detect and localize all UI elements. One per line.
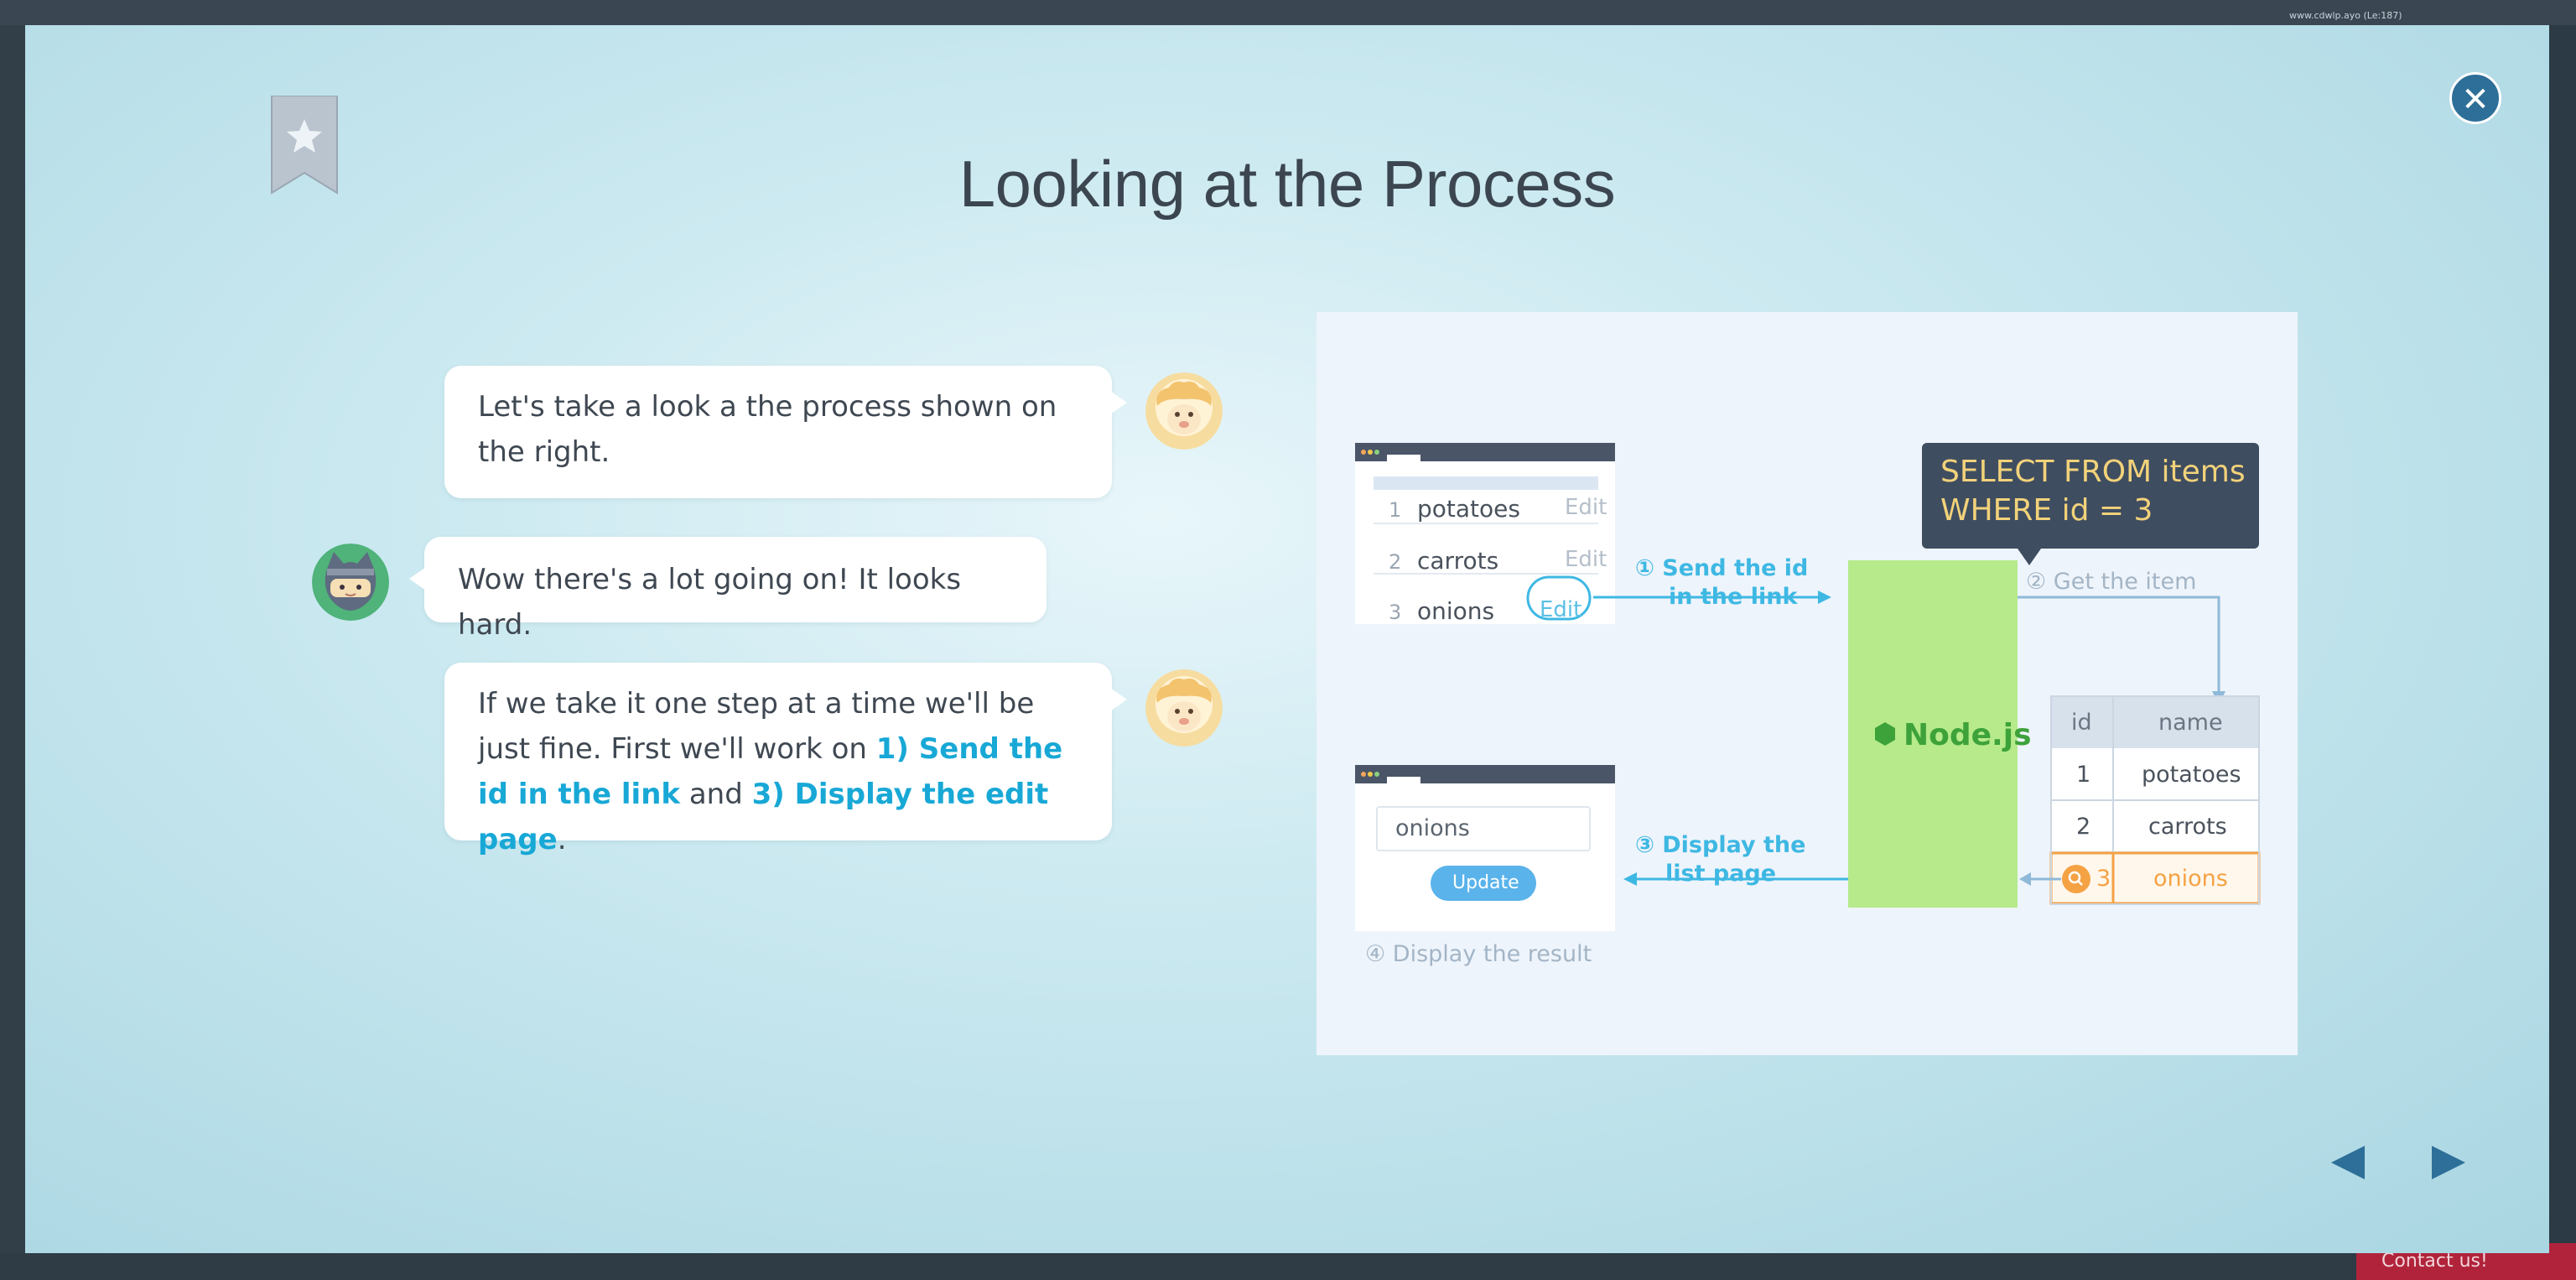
sql-text: WHERE id = 3 bbox=[1940, 493, 2153, 528]
list-row-edit: Edit bbox=[1565, 495, 1607, 520]
chat-text: Wow there's a lot going on! It looks har… bbox=[458, 563, 962, 642]
highlight-display-edit-page: 3) Display the edit page bbox=[478, 778, 1049, 856]
db-cell-name-highlight: onions bbox=[2153, 866, 2228, 892]
update-button-label: Update bbox=[1452, 872, 1519, 893]
step3-label: ③ Display the bbox=[1635, 832, 1806, 858]
page-sidebar-strip bbox=[0, 25, 25, 1255]
nodejs-label: Node.js bbox=[1903, 718, 2032, 752]
close-button[interactable]: ✕ bbox=[2449, 72, 2501, 124]
list-row-edit-highlight: Edit bbox=[1540, 597, 1582, 622]
db-cell-id-highlight: 3 bbox=[2096, 866, 2111, 892]
list-row-edit: Edit bbox=[1565, 547, 1607, 572]
triangle-right-icon bbox=[2432, 1146, 2465, 1179]
step1-label: in the link bbox=[1669, 584, 1798, 610]
db-cell-id: 2 bbox=[2076, 814, 2091, 840]
list-row-name: carrots bbox=[1417, 547, 1499, 575]
browser-top-bar: www.cdwlp.ayo (Le:187) bbox=[0, 0, 2576, 25]
highlight-send-id: 1) Send the id in the link bbox=[478, 732, 1063, 811]
chat-bubble-sheep-1: Let's take a look a the process shown on… bbox=[444, 366, 1127, 498]
list-row-name: potatoes bbox=[1417, 495, 1520, 523]
chat-bubble-ninja: Wow there's a lot going on! It looks har… bbox=[409, 537, 1046, 642]
page-bottom-strip bbox=[0, 1253, 2576, 1280]
process-diagram: 1 potatoes Edit 2 carrots Edit 3 onions … bbox=[1317, 312, 2298, 1055]
triangle-left-icon bbox=[2331, 1146, 2365, 1179]
chat-text: . bbox=[557, 823, 567, 856]
db-cell-id: 1 bbox=[2076, 762, 2091, 788]
step4-label: ④ Display the result bbox=[1365, 941, 1592, 967]
chat-text: If we take it one step at a time we'll b… bbox=[478, 687, 1035, 766]
diagram-graphics bbox=[1355, 443, 2261, 931]
db-cell-name: carrots bbox=[2148, 814, 2227, 840]
list-row-name: onions bbox=[1417, 597, 1495, 625]
next-slide-button[interactable] bbox=[2423, 1137, 2474, 1188]
db-cell-name: potatoes bbox=[2142, 762, 2241, 788]
previous-slide-button[interactable] bbox=[2323, 1137, 2373, 1188]
close-icon: ✕ bbox=[2461, 81, 2490, 119]
step2-label: ② Get the item bbox=[2026, 569, 2197, 595]
db-header-name: name bbox=[2158, 710, 2223, 736]
edit-input-value: onions bbox=[1395, 815, 1470, 841]
slide-title: Looking at the Process bbox=[958, 147, 1616, 221]
list-row-num: 1 bbox=[1389, 498, 1402, 522]
chat-text: Let's take a look a the process shown on… bbox=[478, 390, 1057, 469]
db-header-id: id bbox=[2071, 710, 2092, 736]
chat-text: and bbox=[680, 778, 752, 811]
slide-modal: ✕ Looking at the Process Let's take a lo… bbox=[25, 25, 2549, 1253]
bookmark-icon[interactable] bbox=[268, 96, 340, 195]
ninja-cat-avatar-icon bbox=[312, 544, 389, 621]
sql-text: SELECT FROM items bbox=[1940, 455, 2246, 489]
sheep-avatar-icon bbox=[1145, 669, 1223, 747]
step1-label: ① Send the id bbox=[1635, 555, 1809, 581]
chat-bubble-sheep-2: If we take it one step at a time we'll b… bbox=[444, 663, 1127, 856]
step3-label: list page bbox=[1665, 861, 1777, 887]
list-row-num: 2 bbox=[1389, 550, 1402, 574]
list-row-num: 3 bbox=[1389, 601, 1402, 624]
sheep-avatar-icon bbox=[1145, 372, 1223, 450]
url-text: www.cdwlp.ayo (Le:187) bbox=[2289, 10, 2402, 21]
